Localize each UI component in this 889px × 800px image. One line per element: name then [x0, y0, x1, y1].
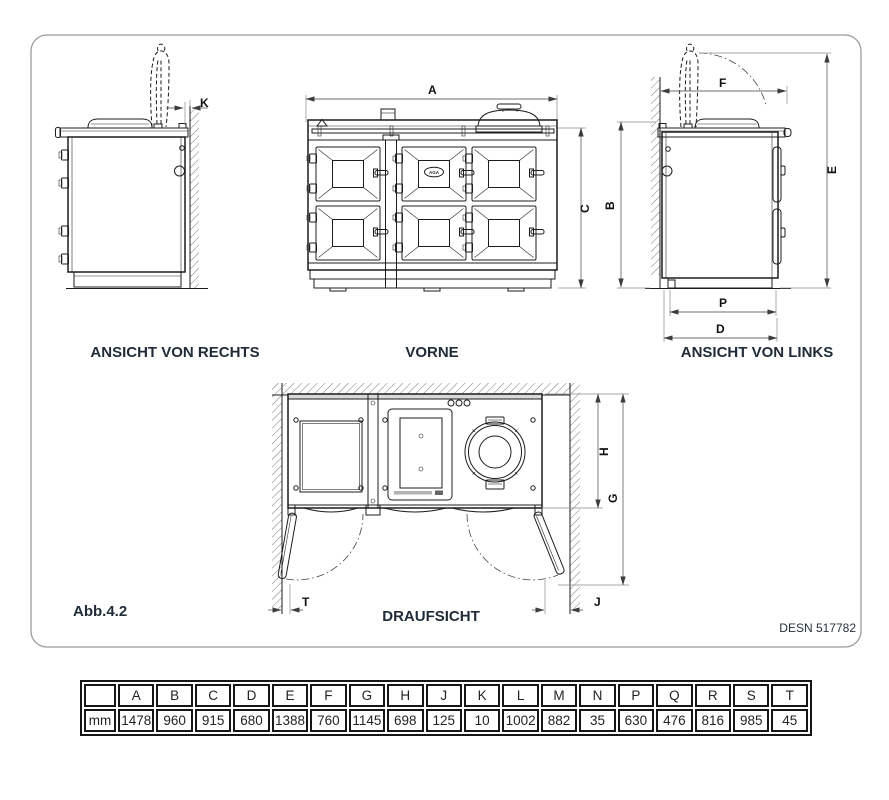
table-value-cell: 10: [463, 709, 501, 732]
table-value-cell: 816: [694, 709, 731, 732]
table-value-cell: 760: [310, 709, 347, 732]
table-value-cell: 882: [540, 709, 578, 732]
table-header-cell: J: [425, 684, 462, 707]
dimension-table: A B C D E F G H J K L M N P Q R S T mm 1…: [80, 680, 812, 736]
dim-label-j: J: [594, 595, 601, 609]
table-header-cell: T: [771, 684, 808, 707]
table-header-row: A B C D E F G H J K L M N P Q R S T: [84, 684, 808, 707]
table-header-cell: G: [348, 684, 386, 707]
view-top: H G T J DRAUFSICHT: [268, 383, 629, 625]
table-value-cell: 35: [579, 709, 616, 732]
figure-caption: Abb.4.2: [73, 603, 127, 620]
view-right-side: K ANSICHT VON RECHTS: [55, 43, 260, 361]
table-value-cell: 630: [617, 709, 655, 732]
table-header-cell: R: [694, 684, 731, 707]
figure-drawing: K ANSICHT VON RECHTS A: [30, 34, 862, 648]
table-value-cell: 960: [156, 709, 193, 732]
view-title-right: ANSICHT VON RECHTS: [90, 344, 259, 361]
table-value-cell: 680: [233, 709, 270, 732]
table-value-cell: 45: [771, 709, 808, 732]
view-title-front: VORNE: [405, 344, 458, 361]
table-value-cell: 698: [387, 709, 424, 732]
view-front: A AGA: [305, 83, 592, 361]
table-value-cell: 915: [194, 709, 232, 732]
dim-label-g: G: [606, 494, 620, 503]
dim-label-f: F: [719, 76, 726, 90]
dim-label-c: C: [578, 204, 592, 213]
view-title-left: ANSICHT VON LINKS: [681, 344, 834, 361]
dim-label-t: T: [302, 595, 310, 609]
table-header-cell: S: [733, 684, 770, 707]
table-header-cell: B: [156, 684, 193, 707]
table-corner-cell: [84, 684, 116, 707]
design-number: DESN 517782: [779, 621, 856, 635]
table-header-cell: P: [617, 684, 655, 707]
dim-label-h: H: [597, 447, 611, 456]
table-value-cell: 476: [656, 709, 693, 732]
table-value-cell: 1478: [118, 709, 155, 732]
brand-badge: AGA: [429, 170, 440, 175]
table-value-cell: 1002: [502, 709, 539, 732]
dim-label-d: D: [716, 322, 725, 336]
figure-border: [30, 34, 862, 648]
view-title-top: DRAUFSICHT: [382, 608, 480, 625]
dim-label-a: A: [428, 83, 437, 97]
table-value-cell: 125: [425, 709, 462, 732]
table-value-cell: 985: [733, 709, 770, 732]
table-unit-cell: mm: [84, 709, 116, 732]
table-header-cell: Q: [656, 684, 693, 707]
dim-label-k: K: [200, 96, 209, 110]
table-header-cell: F: [310, 684, 347, 707]
dim-label-b: B: [603, 201, 617, 210]
table-header-cell: L: [502, 684, 539, 707]
table-value-row: mm 1478 960 915 680 1388 760 1145 698 12…: [84, 709, 808, 732]
table-header-cell: E: [271, 684, 309, 707]
view-left-side: F E B P D ANSICHT VON LINKS: [603, 43, 839, 361]
table-header-cell: C: [194, 684, 232, 707]
table-header-cell: H: [387, 684, 424, 707]
table-value-cell: 1145: [348, 709, 386, 732]
table-header-cell: D: [233, 684, 270, 707]
table-header-cell: M: [540, 684, 578, 707]
table-header-cell: A: [118, 684, 155, 707]
table-header-cell: K: [463, 684, 501, 707]
table-value-cell: 1388: [271, 709, 309, 732]
dim-label-p: P: [719, 296, 727, 310]
table-header-cell: N: [579, 684, 616, 707]
dim-label-e: E: [825, 166, 839, 174]
